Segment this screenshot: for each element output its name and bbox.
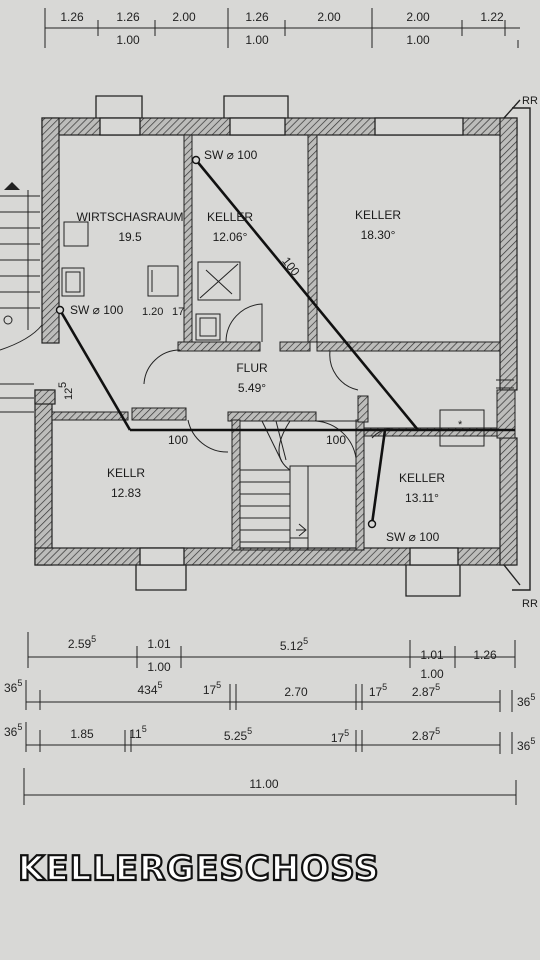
- step-height: 12 5: [57, 382, 75, 400]
- bottom-dim-7: 1.00: [420, 667, 444, 681]
- rr-top-label: RR: [522, 95, 538, 107]
- top-dim-labels-row2: 1.00 1.00 1.00: [116, 33, 430, 47]
- top-dim-4: 1.26: [245, 10, 269, 24]
- pipe-dim-100-left: 100: [168, 433, 188, 447]
- fixture-mark: *: [458, 419, 463, 431]
- room-name: KELLER: [355, 208, 401, 222]
- top-dim-labels-row1: 1.26 1.26 2.00 1.26 2.00 2.00 1.22: [60, 10, 504, 24]
- room-name: WIRTSCHASRAUM: [76, 210, 183, 224]
- windows: [99, 117, 464, 566]
- downpipe-left: [3, 315, 13, 325]
- bottom-dim-16: 1.85: [70, 727, 94, 741]
- bottom-dim-19: 175: [331, 728, 349, 745]
- top-dim-8: 1.00: [116, 33, 140, 47]
- bottom-dim-13: 2.875: [412, 682, 440, 699]
- top-dim-7: 1.22: [480, 10, 504, 24]
- sw-label-1: SW ⌀ 100: [204, 148, 258, 162]
- room-name: FLUR: [236, 361, 268, 375]
- sewer-lines: [58, 159, 515, 525]
- top-dimensions: [44, 8, 520, 48]
- room-area: 12.06°: [213, 230, 248, 244]
- room-name: KELLER: [399, 471, 445, 485]
- room-area: 19.5: [118, 230, 142, 244]
- room-area: 12.83: [111, 486, 141, 500]
- window-dim-label: 1.20: [142, 306, 163, 318]
- door-swings: [143, 303, 397, 459]
- bottom-dim-4: 1.01: [420, 648, 444, 662]
- room-keller-1: KELLER 12.06°: [207, 210, 253, 244]
- bottom-dim-14: 365: [517, 692, 535, 709]
- room-keller-3: KELLER 13.11°: [399, 471, 445, 505]
- sw-label-2: SW ⌀ 100: [70, 303, 124, 317]
- bottom-dim-6: 1.00: [147, 660, 171, 674]
- room-area: 13.11°: [405, 491, 439, 505]
- top-dim-5: 2.00: [317, 10, 341, 24]
- room-flur: FLUR 5.49°: [236, 361, 268, 395]
- sewer-points: [55, 155, 377, 529]
- bottom-dim-9: 4345: [137, 680, 162, 697]
- stair-arrow-icon: [4, 182, 20, 190]
- bottom-dim-17: 115: [129, 724, 146, 741]
- rr-bottom-label: RR: [522, 598, 538, 610]
- room-area: 18.30°: [361, 228, 396, 242]
- bottom-dim-20: 2.875: [412, 726, 440, 743]
- bottom-dim-11: 2.70: [284, 685, 308, 699]
- pipe-dim-100-right: 100: [326, 433, 346, 447]
- fixtures: [61, 221, 514, 447]
- bottom-dim-18: 5.255: [224, 726, 252, 743]
- bottom-dim-total: 11.00: [249, 777, 278, 791]
- bottom-dim-10: 175: [203, 680, 221, 697]
- room-name: KELLER: [207, 210, 253, 224]
- room-kellr: KELLR 12.83: [107, 466, 145, 500]
- room-area: 5.49°: [238, 381, 266, 395]
- top-dim-10: 1.00: [406, 33, 430, 47]
- bottom-dim-15: 365: [4, 722, 22, 739]
- sw-label-3: SW ⌀ 100: [386, 530, 440, 544]
- svg-text:12: 12: [63, 388, 75, 400]
- bottom-dim-8: 365: [4, 678, 22, 695]
- top-dim-6: 2.00: [406, 10, 430, 24]
- room-name: KELLR: [107, 466, 145, 480]
- right-boundary: [503, 99, 531, 591]
- bottom-dim-12: 175: [369, 682, 387, 699]
- svg-text:5: 5: [57, 382, 69, 388]
- bottom-dimensions: [23, 632, 517, 805]
- top-dim-9: 1.00: [245, 33, 269, 47]
- top-dim-3: 2.00: [172, 10, 196, 24]
- bottom-dim-21: 365: [517, 736, 535, 753]
- outside-stairs: [0, 190, 43, 413]
- window-dim-label-2: 17: [172, 306, 184, 318]
- bottom-dim-5: 1.26: [473, 648, 497, 662]
- top-dim-2: 1.26: [116, 10, 140, 24]
- window-wells: [95, 95, 461, 597]
- plan-title: KELLERGESCHOSS: [18, 849, 380, 889]
- room-keller-2: KELLER 18.30°: [355, 208, 401, 242]
- staircase: [239, 420, 357, 551]
- room-wirtschaftsraum: WIRTSCHASRAUM 19.5: [76, 210, 183, 244]
- top-dim-1: 1.26: [60, 10, 84, 24]
- bottom-dim-3: 5.125: [280, 636, 308, 653]
- bottom-dim-1: 2.595: [68, 634, 96, 651]
- bottom-dim-2: 1.01: [147, 637, 171, 651]
